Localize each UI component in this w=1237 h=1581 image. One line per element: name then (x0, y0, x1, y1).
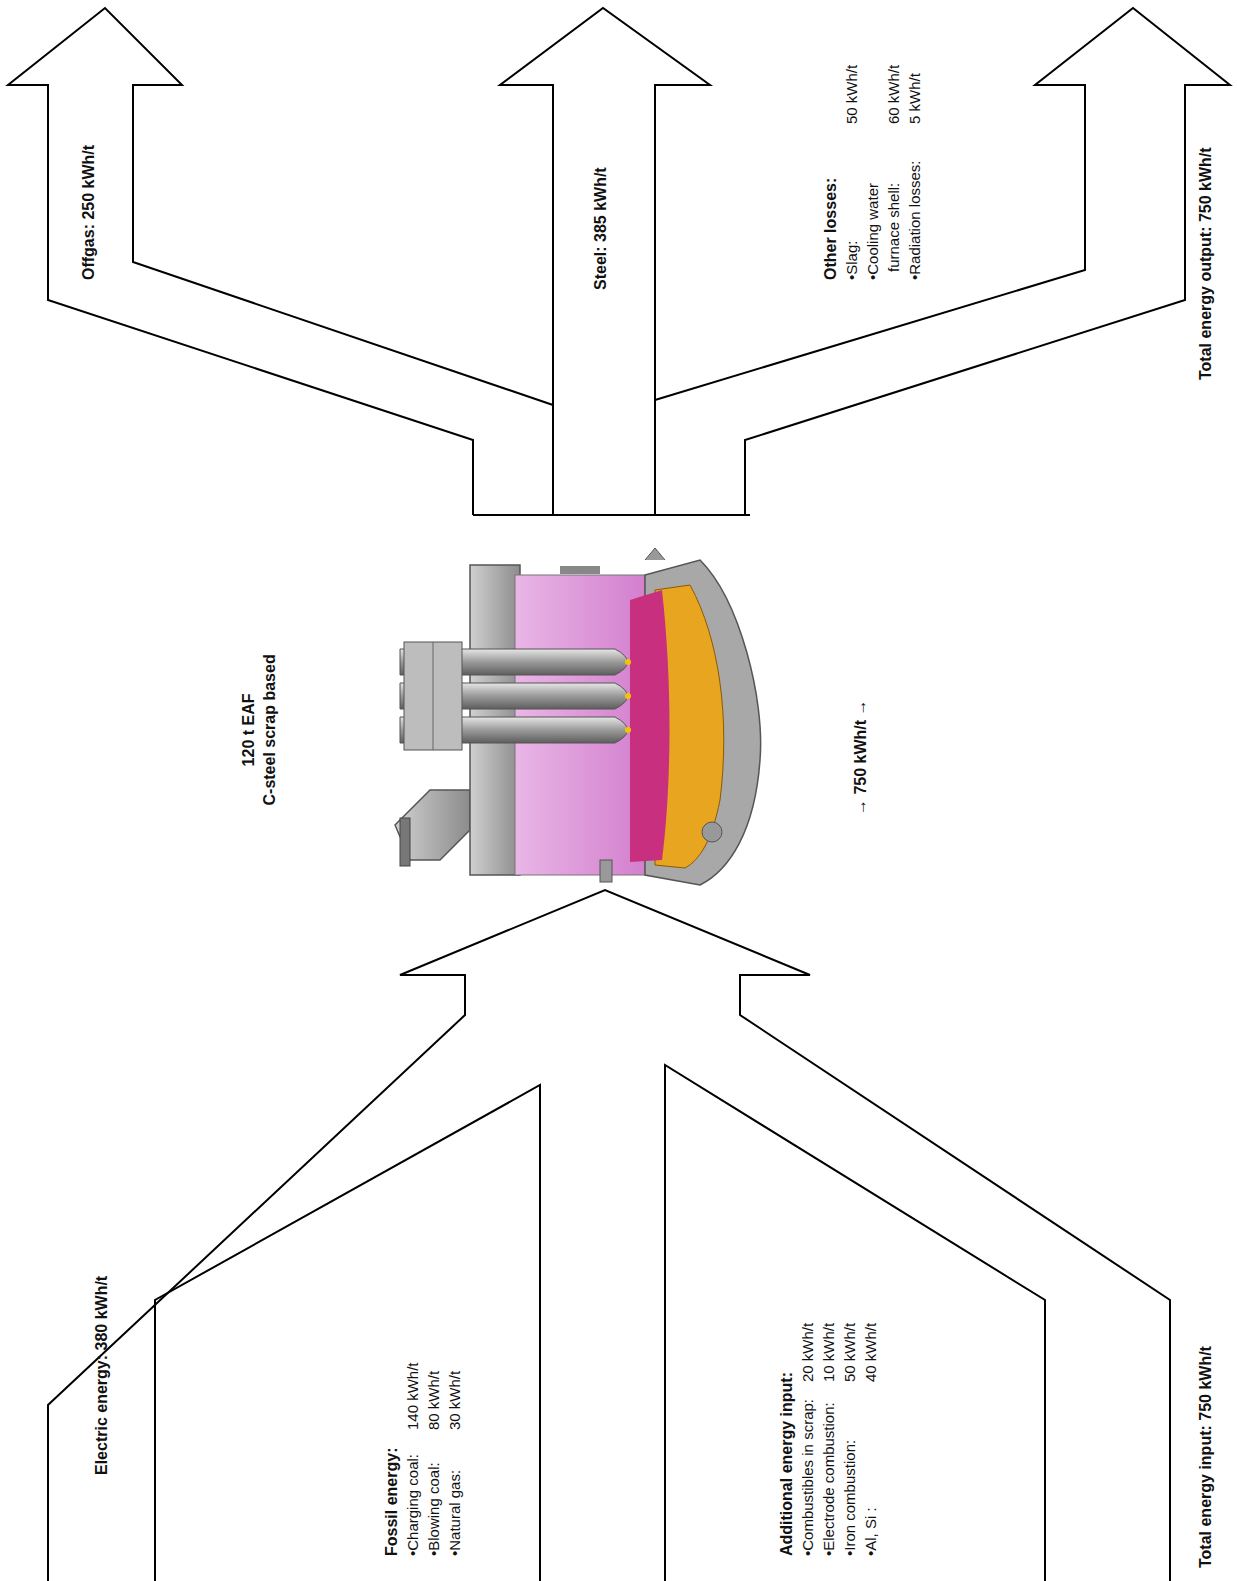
furnace-title: C-steel scrap based (259, 654, 280, 805)
additional-band-edge (665, 1065, 1045, 1581)
item-name: •Electrode combustion: (818, 1388, 839, 1556)
eaf-furnace (395, 548, 761, 885)
input-outline (48, 890, 1170, 1581)
item-value: 10 kWh/t (818, 1323, 839, 1388)
total-output: Total energy output: 750 kWh/t (1195, 147, 1216, 380)
item-name: •Blowing coal: (423, 1436, 444, 1556)
item-value: 140 kWh/t (402, 1362, 423, 1436)
item-name: •Slag: (841, 130, 862, 280)
item-value: 50 kWh/t (839, 1323, 860, 1388)
offgas-arrow (8, 8, 553, 515)
additional-energy-band: Additional energy input:•Combustibles in… (776, 1323, 881, 1556)
steel-band: Steel: 385 kWh/t (590, 167, 611, 290)
electrodes (400, 642, 631, 750)
item-name: •Cooling water furnace shell: (862, 130, 904, 280)
electric-band-edge (155, 1085, 540, 1581)
item-name: •Natural gas: (444, 1436, 465, 1556)
value-table: •Charging coal:140 kWh/t•Blowing coal:80… (402, 1362, 465, 1556)
losses-arrow (655, 8, 1230, 515)
flow-value: Electric energy: 380 kWh/t (91, 1276, 112, 1475)
electric-energy-band: Electric energy: 380 kWh/t (91, 1276, 112, 1475)
door-detail (600, 860, 612, 882)
item-value: 30 kWh/t (444, 1362, 465, 1436)
value-table: •Combustibles in scrap:20 kWh/t•Electrod… (797, 1323, 881, 1556)
item-name: •Iron combustion: (839, 1388, 860, 1556)
eaf-title: 120 t EAFC-steel scrap based (238, 654, 280, 805)
offgas-band: Offgas: 250 kWh/t (78, 145, 99, 280)
steel-arrow (500, 8, 710, 515)
band-heading: Additional energy input: (776, 1323, 797, 1556)
tilt-bearing (702, 822, 722, 842)
flow-arrows (8, 8, 1230, 1581)
value-table: •Slag:50 kWh/t•Cooling water furnace she… (841, 65, 925, 280)
flow-value: Steel: 385 kWh/t (590, 167, 611, 290)
flow-value: Offgas: 250 kWh/t (78, 145, 99, 280)
item-name: •Al, Si : (860, 1388, 881, 1556)
steel-bath (630, 590, 670, 862)
item-value: 40 kWh/t (860, 1323, 881, 1388)
fossil-energy-band: Fossil energy:•Charging coal:140 kWh/t•B… (381, 1362, 465, 1556)
other-losses-band: Other losses:•Slag:50 kWh/t•Cooling wate… (820, 65, 925, 280)
band-heading: Other losses: (820, 65, 841, 280)
item-value: 80 kWh/t (423, 1362, 444, 1436)
elbow-flange (400, 818, 410, 866)
tap-spout (645, 548, 665, 560)
item-name: •Combustibles in scrap: (797, 1388, 818, 1556)
item-name: •Charging coal: (402, 1436, 423, 1556)
item-name: •Radiation losses: (904, 130, 925, 280)
flow-total: → 750 kWh/t → (850, 699, 871, 815)
furnace-title: 120 t EAF (238, 654, 259, 805)
total-input: Total energy input: 750 kWh/t (1195, 1346, 1216, 1568)
roof-detail (560, 566, 600, 574)
band-heading: Fossil energy: (381, 1362, 402, 1556)
item-value: 50 kWh/t (841, 65, 862, 130)
item-value: 60 kWh/t (883, 65, 904, 130)
output-base (473, 514, 750, 516)
item-value: 5 kWh/t (904, 65, 925, 130)
item-value: 20 kWh/t (797, 1323, 818, 1388)
